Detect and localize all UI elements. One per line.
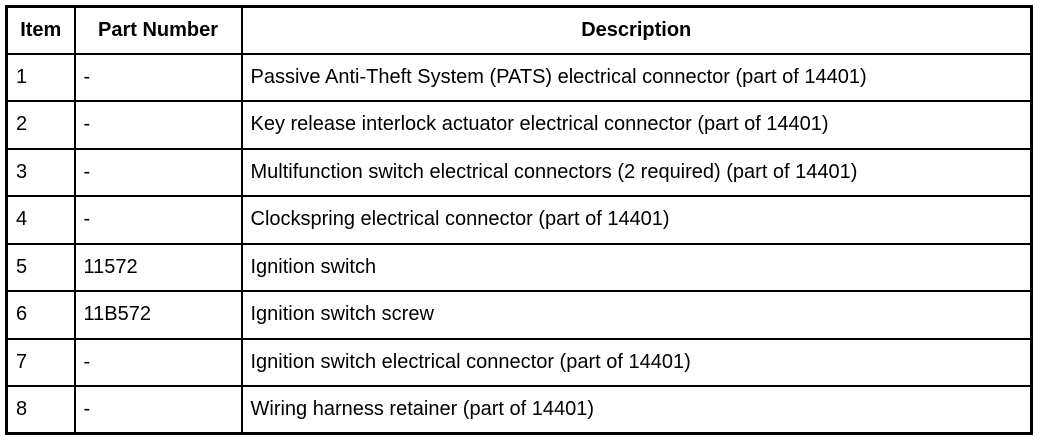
- cell-item: 2: [5, 100, 76, 150]
- table-row: 4 - Clockspring electrical connector (pa…: [5, 195, 1033, 245]
- column-header-part-number: Part Number: [73, 5, 243, 55]
- cell-item: 8: [5, 385, 76, 435]
- cell-part-number: -: [73, 195, 243, 245]
- table-row: 3 - Multifunction switch electrical conn…: [5, 147, 1033, 197]
- cell-part-number: 11572: [73, 242, 243, 292]
- cell-description: Multifunction switch electrical connecto…: [240, 147, 1033, 197]
- column-header-item: Item: [5, 5, 76, 55]
- table-row: 7 - Ignition switch electrical connector…: [5, 337, 1033, 387]
- cell-item: 7: [5, 337, 76, 387]
- table-body: 1 - Passive Anti-Theft System (PATS) ele…: [5, 52, 1033, 435]
- table-header: Item Part Number Description: [5, 5, 1033, 55]
- table-row: 2 - Key release interlock actuator elect…: [5, 100, 1033, 150]
- table-row: 5 11572 Ignition switch: [5, 242, 1033, 292]
- table-row: 8 - Wiring harness retainer (part of 144…: [5, 385, 1033, 435]
- table-row: 1 - Passive Anti-Theft System (PATS) ele…: [5, 52, 1033, 102]
- cell-item: 4: [5, 195, 76, 245]
- cell-part-number: -: [73, 337, 243, 387]
- table-row: 6 11B572 Ignition switch screw: [5, 290, 1033, 340]
- cell-part-number: -: [73, 385, 243, 435]
- cell-description: Ignition switch electrical connector (pa…: [240, 337, 1033, 387]
- cell-part-number: -: [73, 147, 243, 197]
- cell-part-number: -: [73, 100, 243, 150]
- cell-part-number: -: [73, 52, 243, 102]
- cell-part-number: 11B572: [73, 290, 243, 340]
- cell-item: 6: [5, 290, 76, 340]
- parts-list-table: Item Part Number Description 1 - Passive…: [5, 5, 1033, 435]
- cell-description: Clockspring electrical connector (part o…: [240, 195, 1033, 245]
- cell-description: Key release interlock actuator electrica…: [240, 100, 1033, 150]
- cell-description: Ignition switch: [240, 242, 1033, 292]
- cell-item: 3: [5, 147, 76, 197]
- table-header-row: Item Part Number Description: [5, 5, 1033, 55]
- cell-description: Ignition switch screw: [240, 290, 1033, 340]
- column-header-description: Description: [240, 5, 1033, 55]
- cell-item: 1: [5, 52, 76, 102]
- cell-item: 5: [5, 242, 76, 292]
- cell-description: Passive Anti-Theft System (PATS) electri…: [240, 52, 1033, 102]
- parts-table-container: Item Part Number Description 1 - Passive…: [5, 5, 1033, 435]
- cell-description: Wiring harness retainer (part of 14401): [240, 385, 1033, 435]
